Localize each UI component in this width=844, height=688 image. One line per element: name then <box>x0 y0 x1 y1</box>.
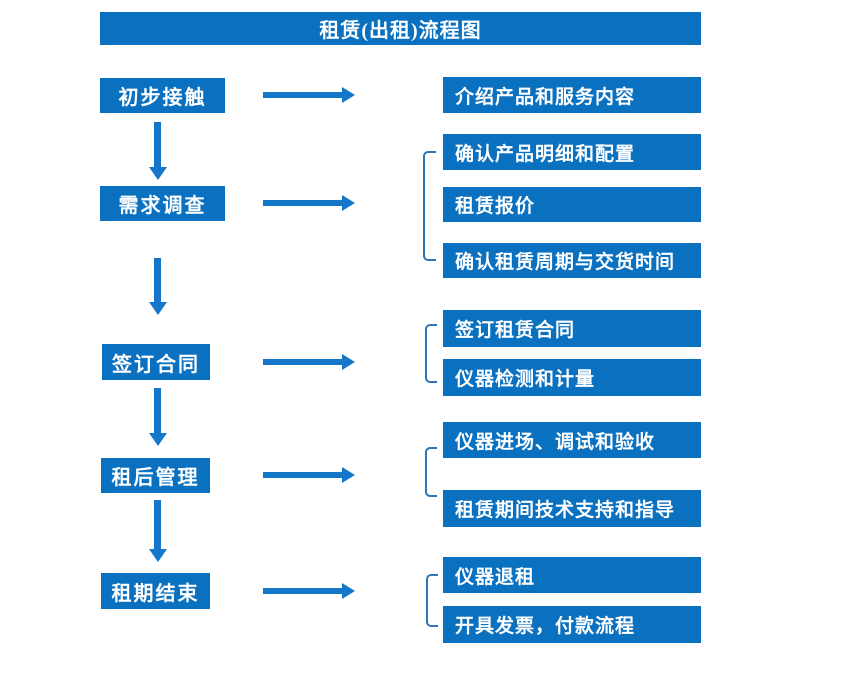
step-box-demand-survey: 需求调查 <box>100 186 225 221</box>
bracket-connector <box>425 447 437 497</box>
arrow-right-icon <box>263 583 355 599</box>
arrow-down-icon <box>149 500 167 562</box>
step-box-initial-contact: 初步接触 <box>100 78 225 113</box>
detail-box: 介绍产品和服务内容 <box>443 77 701 113</box>
detail-box: 仪器进场、调试和验收 <box>443 422 701 458</box>
step-box-rental-end: 租期结束 <box>101 573 210 609</box>
title-bar: 租赁(出租)流程图 <box>100 12 701 45</box>
bracket-connector <box>426 574 438 627</box>
arrow-right-icon <box>263 354 355 370</box>
detail-box: 开具发票，付款流程 <box>443 606 701 643</box>
bracket-connector <box>425 324 437 383</box>
detail-box: 签订租赁合同 <box>443 310 701 347</box>
bracket-connector <box>423 151 436 261</box>
detail-box: 确认租赁周期与交货时间 <box>443 243 701 278</box>
arrow-right-icon <box>263 195 355 211</box>
arrow-down-icon <box>149 388 167 446</box>
arrow-right-icon <box>263 87 355 103</box>
detail-box: 租赁报价 <box>443 187 701 222</box>
arrow-down-icon <box>149 122 167 180</box>
step-box-post-rental-management: 租后管理 <box>101 458 210 493</box>
detail-box: 确认产品明细和配置 <box>443 134 701 170</box>
arrow-down-icon <box>149 258 167 315</box>
arrow-right-icon <box>263 467 355 483</box>
step-box-sign-contract: 签订合同 <box>102 344 210 380</box>
page-title: 租赁(出租)流程图 <box>319 20 482 42</box>
detail-box: 仪器退租 <box>443 557 701 593</box>
detail-box: 租赁期间技术支持和指导 <box>443 490 701 527</box>
detail-box: 仪器检测和计量 <box>443 359 701 396</box>
